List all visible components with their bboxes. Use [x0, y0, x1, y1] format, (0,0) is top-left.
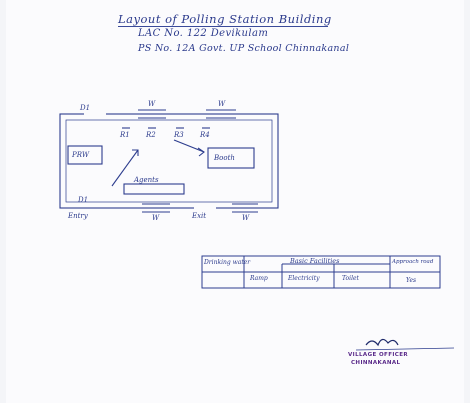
entry-label: Entry: [68, 212, 88, 220]
table-header-drinking-water: Drinking water: [204, 259, 251, 266]
table-subheader-toilet: Toilet: [342, 275, 359, 282]
window-label-3: W: [152, 214, 160, 222]
table-subheader-electricity: Electricity: [288, 275, 320, 282]
signature: [365, 338, 399, 347]
entry-arrow: [111, 149, 139, 187]
window-label-1: W: [148, 100, 156, 108]
room-label-r2: R2: [146, 131, 156, 139]
office-stamp-line-2: CHINNAKANAL: [351, 360, 401, 366]
voting-booth: [207, 147, 255, 169]
prw-table: [67, 145, 103, 165]
document-page: Layout of Polling Station Building LAC N…: [6, 0, 464, 403]
title-line-3: PS No. 12A Govt. UP School Chinnakanal: [138, 43, 350, 54]
window-label-2: W: [218, 100, 226, 108]
room-label-r1: R1: [120, 131, 130, 139]
exit-label: Exit: [192, 212, 207, 220]
agents-bench: [123, 183, 185, 195]
building-outline: [59, 113, 279, 209]
door-label-top: D1: [80, 104, 91, 112]
inner-wall-outline: [65, 119, 273, 203]
floor-plan-drawing: [59, 109, 455, 351]
title-underline: [118, 26, 328, 27]
table-header-approach-road: Approach road: [392, 259, 434, 265]
agents-label: Agents: [134, 176, 159, 184]
prw-label: PRW: [72, 151, 90, 159]
title-line-1: Layout of Polling Station Building: [118, 12, 332, 26]
booth-label: Booth: [214, 154, 235, 162]
door-label-bottom: D1: [78, 196, 89, 204]
office-stamp-line-1: VILLAGE OFFICER: [348, 352, 409, 358]
window-label-4: W: [242, 214, 250, 222]
title-line-2: LAC No. 122 Devikulam: [138, 28, 269, 39]
room-label-r4: R4: [200, 131, 210, 139]
table-header-basic-facilities: Basic Facilities: [290, 257, 340, 265]
table-answer: Yes: [406, 277, 417, 284]
table-subheader-ramp: Ramp: [250, 275, 268, 282]
room-label-r3: R3: [174, 131, 184, 139]
booth-arrow: [173, 139, 205, 153]
